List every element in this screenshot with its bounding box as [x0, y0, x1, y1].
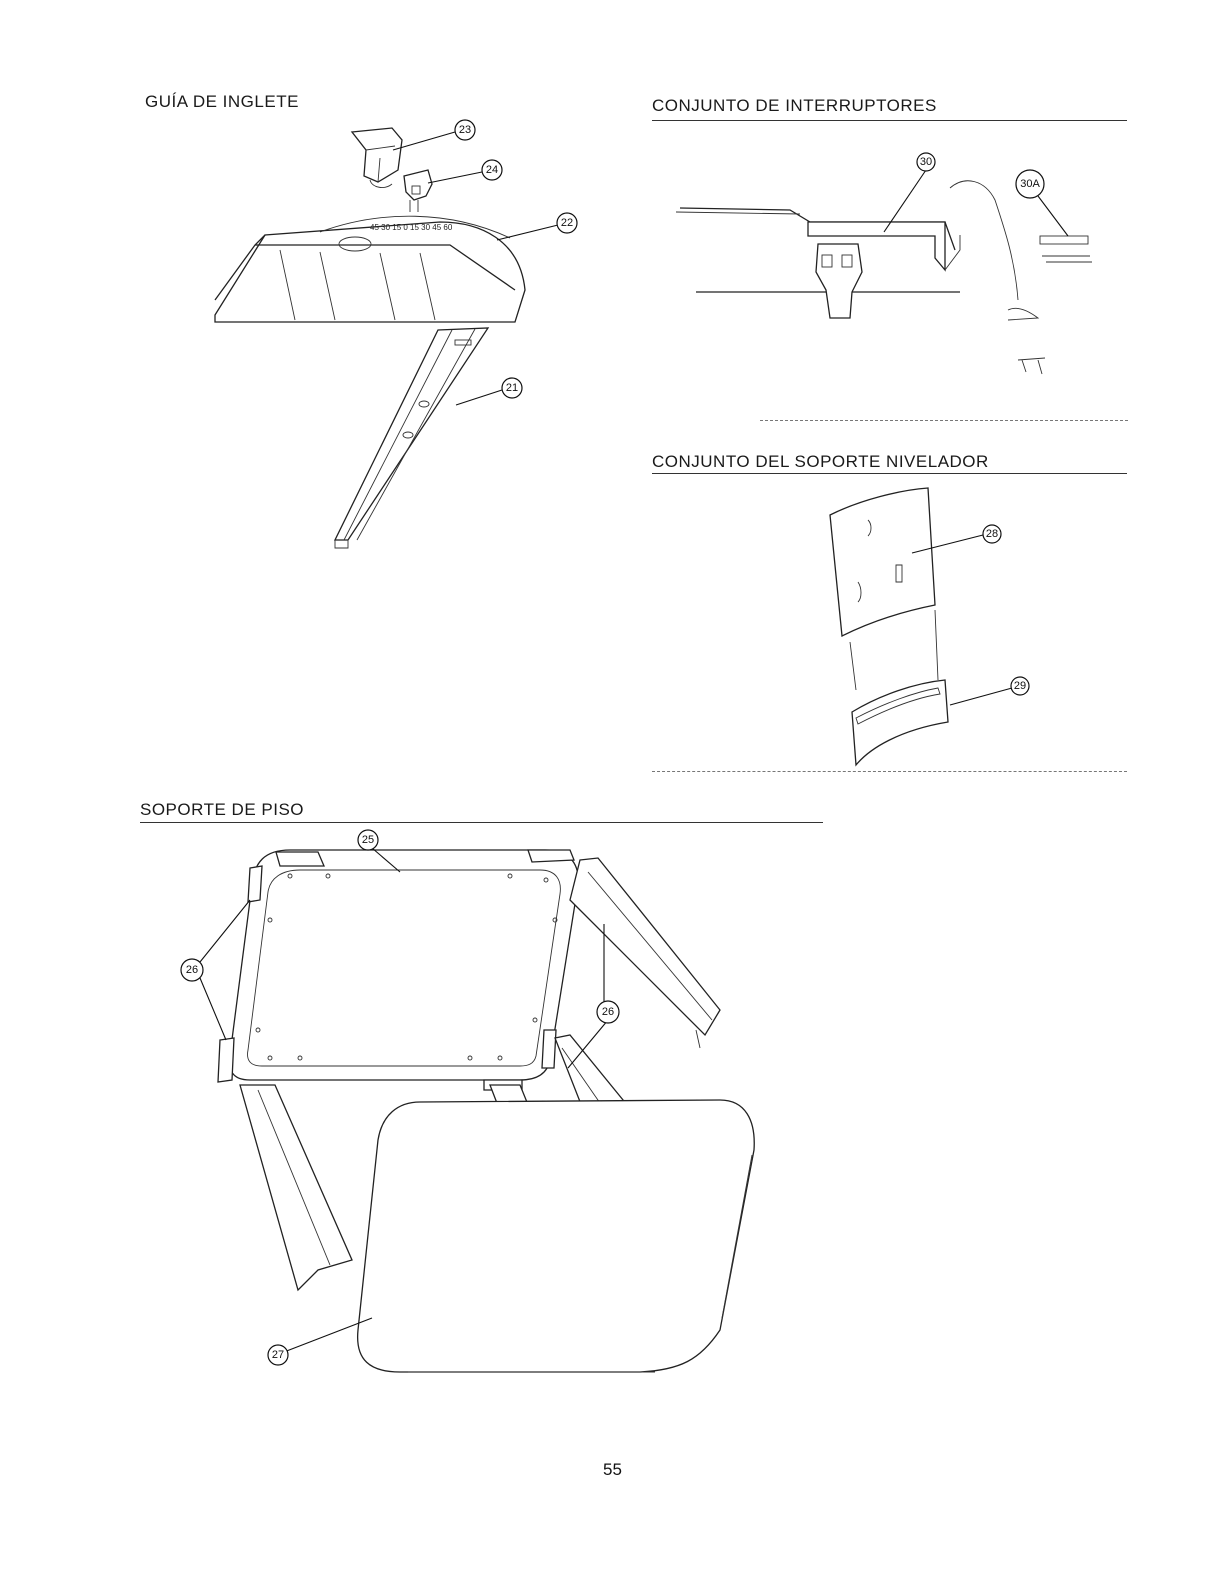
- floor-stand-drawing: 25 26 26 27: [181, 830, 754, 1372]
- callout-27: 27: [268, 1345, 288, 1365]
- callout-26-right: 26: [597, 1001, 619, 1023]
- svg-text:27: 27: [272, 1349, 284, 1361]
- svg-text:30A: 30A: [1020, 178, 1040, 190]
- svg-text:25: 25: [362, 834, 374, 846]
- miter-gauge-drawing: 45 30 15 0 15 30 45 60 23 24 22 21: [215, 120, 577, 548]
- svg-text:45 30 15 0 15 30 45 60: 45 30 15 0 15 30 45 60: [370, 223, 453, 232]
- svg-text:26: 26: [186, 964, 198, 976]
- miter-bar: [335, 328, 488, 548]
- callout-28: 28: [983, 525, 1001, 543]
- svg-text:30: 30: [920, 156, 932, 168]
- callout-30A: 30A: [1016, 170, 1044, 198]
- callout-24: 24: [482, 160, 502, 180]
- callout-21: 21: [502, 378, 522, 398]
- callout-26-left: 26: [181, 959, 203, 981]
- svg-text:24: 24: [486, 164, 498, 176]
- svg-text:21: 21: [506, 382, 518, 394]
- switch-assembly-drawing: 30 30A: [676, 153, 1092, 374]
- callout-29: 29: [1011, 677, 1029, 695]
- svg-text:23: 23: [459, 124, 471, 136]
- callout-30: 30: [917, 153, 935, 171]
- svg-text:28: 28: [986, 528, 998, 540]
- miter-body: 45 30 15 0 15 30 45 60: [215, 216, 525, 322]
- leveling-support-drawing: 28 29: [830, 488, 1029, 765]
- miter-knob: [352, 128, 402, 187]
- svg-text:29: 29: [1014, 680, 1026, 692]
- miter-lock: [404, 170, 432, 212]
- callout-25: 25: [358, 830, 378, 850]
- svg-text:26: 26: [602, 1006, 614, 1018]
- svg-text:22: 22: [561, 217, 573, 229]
- page-number: 55: [0, 1460, 1225, 1480]
- callout-23: 23: [455, 120, 475, 140]
- callout-22: 22: [557, 213, 577, 233]
